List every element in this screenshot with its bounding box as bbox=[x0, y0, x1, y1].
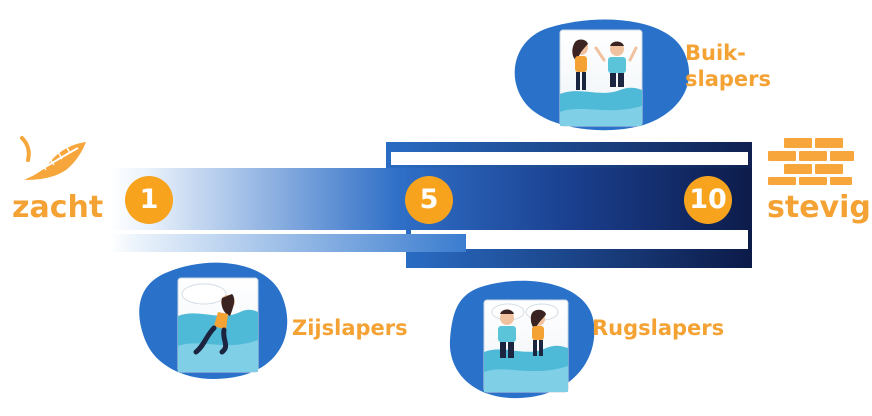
feather-icon bbox=[20, 136, 86, 181]
soft-label: zacht bbox=[12, 190, 104, 225]
upper-bracket-inner bbox=[391, 152, 748, 165]
stomach-sleepers-label: Buik- slapers bbox=[685, 40, 771, 92]
side-sleepers-label: Zijslapers bbox=[292, 316, 408, 340]
side-sleeper-illustration bbox=[139, 262, 288, 379]
bricks-icon bbox=[768, 138, 854, 185]
stomach-sleepers-illustration bbox=[514, 19, 690, 131]
marker-1: 1 bbox=[125, 176, 173, 224]
back-sleepers-illustration bbox=[449, 280, 595, 399]
lower-short-bar bbox=[110, 234, 466, 252]
stomach-sleepers-label-line2: slapers bbox=[685, 67, 771, 91]
firm-label: stevig bbox=[767, 190, 871, 225]
marker-10: 10 bbox=[684, 176, 732, 224]
lower-bracket-inner bbox=[411, 229, 748, 249]
stomach-sleepers-label-line1: Buik- bbox=[685, 41, 746, 65]
marker-5: 5 bbox=[405, 176, 453, 224]
back-sleepers-label: Rugslapers bbox=[592, 316, 725, 340]
